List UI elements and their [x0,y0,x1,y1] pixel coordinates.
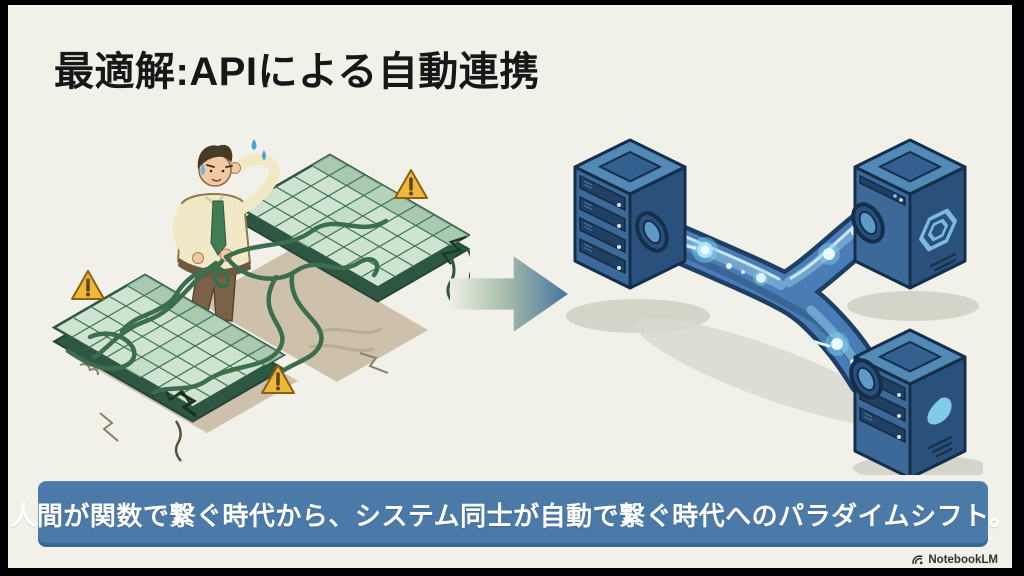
warning-icon [394,169,428,199]
server-icon [573,138,687,290]
cloud-icon [927,397,952,425]
manual-integration-illustration [51,139,470,462]
sweat-drop-icon [262,150,266,160]
page-title: 最適解:APIによる自動連携 [54,50,540,94]
tangled-cables [65,218,389,396]
notebooklm-watermark: NotebookLM [911,553,998,566]
pipe-flange [635,202,885,400]
key-message-text: 人間が関数で繋ぐ時代から、システム同士が自動で繋ぐ時代へのパラダイムシフト。 [10,500,1012,531]
sweat-drop-icon [251,139,257,150]
slide: 最適解:APIによる自動連携 [8,5,1012,568]
warning-icon [71,270,105,300]
watermark-label: NotebookLM [928,553,998,566]
worker-figure [172,139,280,322]
notebooklm-logo-icon [912,555,923,565]
server-icon [853,328,967,475]
spreadsheet-panel-right [236,153,470,303]
sweat-drop-icon [200,163,205,175]
warning-icon [261,364,295,394]
key-message-banner: 人間が関数で繋ぐ時代から、システム同士が自動で繋ぐ時代へのパラダイムシフト。 [10,481,1012,547]
hexagon-icon [919,208,957,252]
api-integration-illustration [566,138,983,475]
